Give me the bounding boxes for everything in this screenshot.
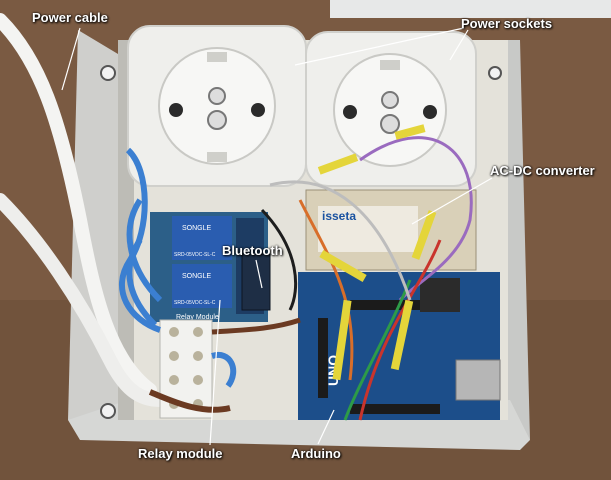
green-wire xyxy=(343,279,412,421)
relay-model-bottom: SRD-05VDC-SL-C xyxy=(174,300,216,306)
heat-shrink xyxy=(394,124,426,140)
relay-print-bottom: SONGLE xyxy=(182,273,212,280)
heat-shrink xyxy=(317,153,359,175)
top-cover xyxy=(330,0,611,18)
terminal-block xyxy=(159,319,213,419)
label-relay-module: Relay module xyxy=(138,446,223,461)
annotation-line-power-sockets-2 xyxy=(449,29,469,61)
label-power-sockets: Power sockets xyxy=(461,16,553,31)
black-wire xyxy=(260,208,298,311)
heat-shrink xyxy=(411,210,437,260)
power-socket-left xyxy=(127,25,307,187)
orange-wire xyxy=(298,199,354,381)
heat-shrink xyxy=(319,250,367,282)
screw-hole xyxy=(100,65,116,81)
heat-shrink xyxy=(332,299,352,381)
annotation-line-acdc xyxy=(411,177,493,225)
annotation-line-power-sockets xyxy=(294,27,465,66)
converter-brand-text: isseta xyxy=(322,209,356,223)
annotation-line-relay xyxy=(209,299,221,446)
label-arduino: Arduino xyxy=(291,446,341,461)
annotation-line-bluetooth xyxy=(255,259,263,289)
red-wire xyxy=(358,239,442,421)
power-cable-2 xyxy=(0,193,167,407)
relay-model-top: SRD-05VDC-SL-C xyxy=(174,252,216,258)
heat-shrink xyxy=(390,299,414,371)
purple-wire xyxy=(359,136,473,302)
brown-wire xyxy=(148,389,231,413)
grey-wire xyxy=(269,180,412,301)
relay-board-print: Relay Module xyxy=(176,314,219,321)
screw-hole xyxy=(100,403,116,419)
label-power-cable: Power cable xyxy=(32,10,108,25)
blue-wire xyxy=(126,238,158,328)
label-bluetooth: Bluetooth xyxy=(222,243,283,258)
brown-wire xyxy=(211,317,301,335)
annotation-line-arduino xyxy=(317,409,335,445)
relay-print-top: SONGLE xyxy=(182,225,212,232)
bluetooth-module xyxy=(241,253,271,311)
annotation-line-power-cable xyxy=(61,27,81,91)
label-ac-dc-converter: AC-DC converter xyxy=(490,163,595,178)
power-cable xyxy=(0,13,157,397)
screw-hole xyxy=(488,66,502,80)
